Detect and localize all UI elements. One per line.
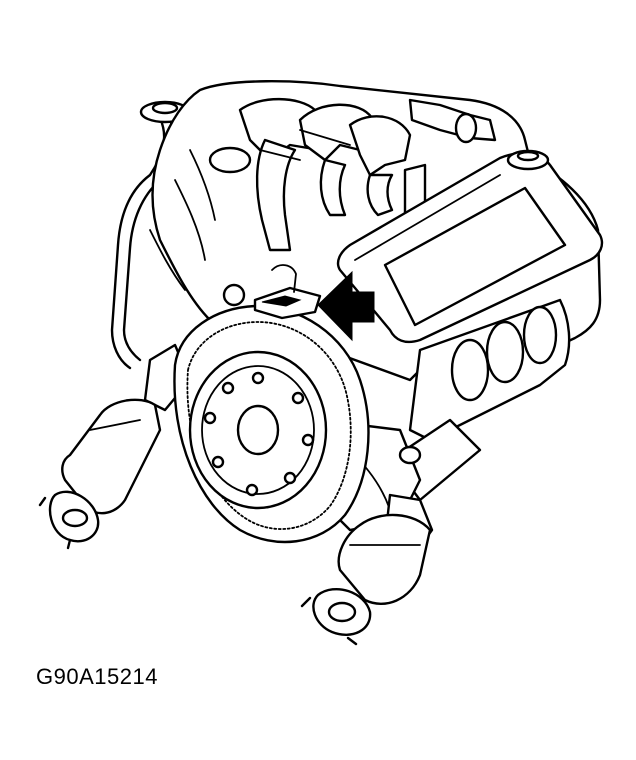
catalytic-converter-right (300, 493, 434, 646)
figure-code: G90A15214 (36, 664, 158, 689)
valve-cover (336, 149, 604, 344)
catalytic-converter-left (38, 343, 192, 550)
sensor-component (222, 264, 322, 320)
callout-arrow-icon (317, 270, 375, 342)
flywheel (173, 304, 370, 544)
